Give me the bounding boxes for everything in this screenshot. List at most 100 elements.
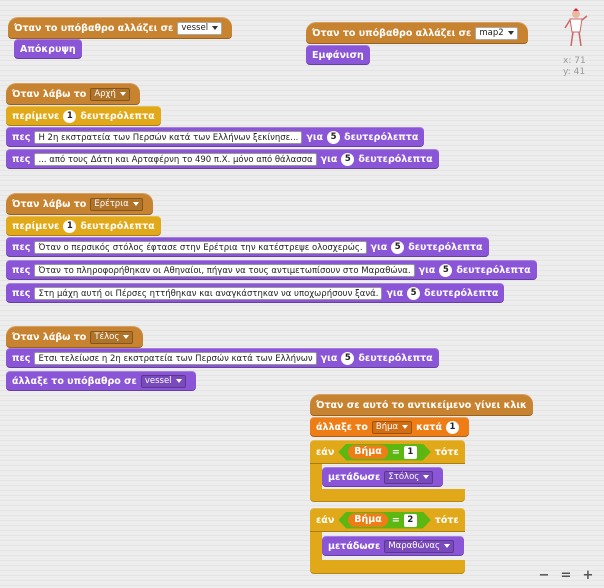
wait-suffix: δευτερόλεπτα [80, 220, 155, 232]
dropdown-value: Στόλος [388, 471, 420, 482]
if-block[interactable]: εάν Βήμα = 2 τότε [310, 508, 465, 532]
switch-label: άλλαξε το υπόβαθρο σε [12, 375, 137, 387]
change-variable-block[interactable]: άλλαξε το Βήμα κατά 1 [310, 417, 469, 437]
dropdown-value: vessel [181, 22, 209, 33]
equals-operator[interactable]: Βήμα = 1 [338, 444, 431, 461]
if-label: εάν [316, 514, 335, 526]
x-label: x: [563, 56, 572, 66]
wait-block[interactable]: περίμενε 1 δευτερόλεπτα [6, 216, 161, 236]
backdrop-dropdown[interactable]: map2 [475, 26, 518, 40]
dropdown-value: vessel [144, 375, 172, 386]
backdrop-dropdown[interactable]: vessel [177, 21, 223, 35]
secs-input[interactable]: 5 [341, 152, 355, 166]
say-text-input[interactable]: Όταν το πληροφορήθηκαν οι Αθηναίοι, πήγα… [34, 263, 415, 277]
message-dropdown[interactable]: Ερέτρια [90, 197, 143, 211]
zoom-controls: − = + [536, 568, 596, 584]
dropdown-value: map2 [479, 27, 504, 38]
say-text-input[interactable]: Στη μάχη αυτή οι Πέρσες ηττήθηκαν και αν… [34, 286, 383, 300]
if-block-foot [310, 560, 465, 574]
say-for-secs-block[interactable]: πες Η 2η εκστρατεία των Περσών κατά των … [6, 127, 425, 147]
backdrop-switch-hat-block[interactable]: Όταν το υπόβαθρο αλλάζει σε vessel [8, 17, 233, 39]
wait-seconds-input[interactable]: 1 [63, 109, 77, 123]
say-label: πες [12, 352, 31, 364]
secs-label: δευτερόλεπτα [358, 352, 433, 364]
say-for-secs-block[interactable]: πες Ετσι τελείωσε η 2η εκστρατεία των Πε… [6, 348, 439, 368]
when-sprite-clicked-hat-block[interactable]: Όταν σε αυτό το αντικείμενο γίνει κλικ [310, 394, 533, 416]
hat-label: Όταν λάβω το [12, 198, 87, 210]
for-label: για [320, 153, 338, 165]
say-for-secs-block[interactable]: πες Όταν το πληροφορήθηκαν οι Αθηναίοι, … [6, 260, 537, 280]
caret-down-icon [507, 31, 514, 35]
if-block-foot [310, 489, 465, 502]
change-value-input[interactable]: 1 [445, 420, 459, 434]
backdrop-switch-hat-block[interactable]: Όταν το υπόβαθρο αλλάζει σε map2 [306, 22, 528, 44]
say-for-secs-block[interactable]: πες Όταν ο περσικός στόλος έφτασε στην Ε… [6, 237, 489, 257]
wait-seconds-input[interactable]: 1 [63, 219, 77, 233]
compare-value-input[interactable]: 2 [404, 514, 417, 527]
zoom-out-icon[interactable]: − [538, 568, 550, 583]
secs-label: δευτερόλεπτα [358, 153, 433, 165]
say-text-input[interactable]: ... από τους Δάτη και Αρταφέρνη το 490 π… [34, 152, 317, 166]
for-label: για [320, 352, 338, 364]
zoom-reset-icon[interactable]: = [560, 568, 572, 583]
caret-down-icon [123, 335, 130, 339]
say-label: πες [12, 153, 31, 165]
secs-input[interactable]: 5 [439, 263, 453, 277]
variable-dropdown[interactable]: Βήμα [371, 420, 413, 434]
message-dropdown[interactable]: Τέλος [90, 330, 134, 344]
say-text-input[interactable]: Ετσι τελείωσε η 2η εκστρατεία των Περσών… [34, 351, 317, 365]
message-dropdown[interactable]: Αρχή [90, 87, 130, 101]
hide-block[interactable]: Απόκρυψη [14, 39, 82, 59]
caret-down-icon [212, 26, 219, 30]
variable-reporter[interactable]: Βήμα [348, 513, 388, 527]
say-text-input[interactable]: Η 2η εκστρατεία των Περσών κατά των Ελλή… [34, 130, 303, 144]
sprite-thumbnail-icon [564, 8, 588, 47]
hat-label: Όταν σε αυτό το αντικείμενο γίνει κλικ [316, 399, 527, 411]
backdrop-dropdown[interactable]: vessel [140, 374, 186, 388]
caret-down-icon [119, 92, 126, 96]
message-dropdown[interactable]: Στόλος [384, 470, 434, 484]
broadcast-block[interactable]: μετάδωσε Στόλος [322, 467, 444, 487]
show-block[interactable]: Εμφάνιση [306, 45, 370, 65]
secs-input[interactable]: 5 [341, 351, 355, 365]
message-dropdown[interactable]: Μαραθώνας [384, 539, 454, 553]
caret-down-icon [443, 544, 450, 548]
secs-input[interactable]: 5 [407, 286, 421, 300]
secs-label: δευτερόλεπτα [424, 287, 499, 299]
equals-operator[interactable]: Βήμα = 2 [338, 512, 431, 529]
hat-label: Όταν λάβω το [12, 331, 87, 343]
zoom-in-icon[interactable]: + [582, 568, 594, 583]
if-block[interactable]: εάν Βήμα = 1 τότε [310, 440, 465, 464]
when-receive-hat-block[interactable]: Όταν λάβω το Ερέτρια [6, 193, 153, 215]
variable-reporter[interactable]: Βήμα [348, 445, 388, 459]
broadcast-block[interactable]: μετάδωσε Μαραθώνας [322, 536, 464, 556]
if-block-arm [310, 464, 322, 492]
say-label: πες [12, 131, 31, 143]
sprite-y-readout: y: 41 [563, 67, 585, 77]
caret-down-icon [132, 202, 139, 206]
say-label: πες [12, 241, 31, 253]
then-label: τότε [434, 514, 459, 526]
compare-value-input[interactable]: 1 [404, 446, 417, 459]
when-receive-hat-block[interactable]: Όταν λάβω το Τέλος [6, 326, 144, 348]
say-text-input[interactable]: Όταν ο περσικός στόλος έφτασε στην Ερέτρ… [34, 240, 367, 254]
switch-backdrop-block[interactable]: άλλαξε το υπόβαθρο σε vessel [6, 371, 196, 391]
say-for-secs-block[interactable]: πες ... από τους Δάτη και Αρταφέρνη το 4… [6, 149, 439, 169]
when-receive-hat-block[interactable]: Όταν λάβω το Αρχή [6, 83, 140, 105]
secs-input[interactable]: 5 [327, 130, 341, 144]
say-for-secs-block[interactable]: πες Στη μάχη αυτή οι Πέρσες ηττήθηκαν κα… [6, 283, 505, 303]
block-label: Απόκρυψη [20, 43, 76, 55]
if-block-arm [310, 532, 322, 562]
caret-down-icon [402, 425, 409, 429]
for-label: για [306, 131, 324, 143]
secs-input[interactable]: 5 [391, 240, 405, 254]
sprite-x-readout: x: 71 [563, 56, 586, 66]
hat-label: Όταν λάβω το [12, 88, 87, 100]
wait-block[interactable]: περίμενε 1 δευτερόλεπτα [6, 106, 161, 126]
caret-down-icon [175, 379, 182, 383]
y-value: 41 [573, 67, 586, 77]
dropdown-value: Βήμα [375, 421, 399, 432]
block-label: Εμφάνιση [312, 49, 364, 61]
equals-sign: = [391, 446, 400, 458]
